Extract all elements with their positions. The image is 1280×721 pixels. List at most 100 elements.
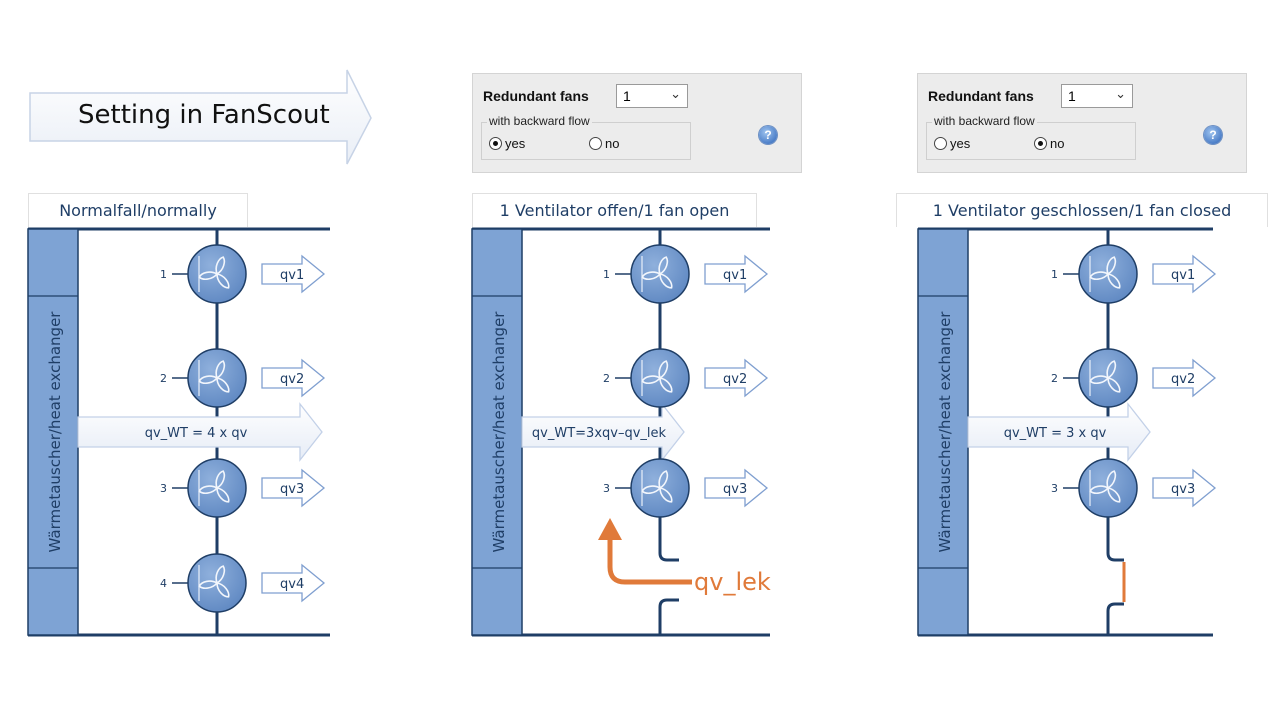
radio-yes-label: yes xyxy=(505,136,526,151)
radio-yes-dot xyxy=(489,137,502,150)
chevron-down-icon: ⌄ xyxy=(1115,86,1126,101)
radio-no-dot xyxy=(1034,137,1047,150)
flow-label: qv2 xyxy=(280,372,304,387)
flow-arrow-3 xyxy=(704,468,769,508)
flow-arrow-3 xyxy=(261,468,326,508)
flow-arrow-4 xyxy=(261,563,326,603)
fan-number: 3 xyxy=(160,482,167,495)
caption-normal: Normalfall/normally xyxy=(28,193,248,227)
flow-arrow-2 xyxy=(261,358,326,398)
chevron-down-icon: ⌄ xyxy=(670,86,681,101)
fan-blade xyxy=(198,375,219,385)
fan-rotor-icon xyxy=(198,256,230,289)
redundant-fans-select[interactable]: 1 ⌄ xyxy=(616,84,688,108)
fan-blade xyxy=(1106,470,1117,490)
fan-blade xyxy=(659,487,673,503)
flow-label: qv1 xyxy=(280,268,304,283)
redundant-fans-label: Redundant fans xyxy=(928,88,1034,104)
radio-yes[interactable]: yes xyxy=(489,136,525,151)
fan-blade xyxy=(1106,360,1117,380)
fan-blade xyxy=(658,256,669,276)
fan-blade xyxy=(1107,273,1121,289)
settings-panel-closed: Redundant fans 1 ⌄ with backward flow ye… xyxy=(917,73,1247,173)
fan-rotor-icon xyxy=(641,360,673,393)
fan-blade xyxy=(198,271,219,281)
backward-flow-title: with backward flow xyxy=(487,114,592,128)
fan-blade xyxy=(1089,485,1110,495)
open-duct-end-bottom xyxy=(658,598,679,635)
settings-panel-open: Redundant fans 1 ⌄ with backward flow ye… xyxy=(472,73,802,173)
heat-exchanger xyxy=(27,228,79,636)
redundant-fans-value: 1 xyxy=(1068,88,1076,104)
fan-blade xyxy=(215,470,226,490)
main-flow-arrow xyxy=(521,402,685,462)
heat-exchanger xyxy=(917,228,969,636)
redundant-fans-value: 1 xyxy=(623,88,631,104)
radio-yes-dot xyxy=(934,137,947,150)
banner-arrow xyxy=(29,69,372,165)
flow-arrow-1 xyxy=(261,254,326,294)
help-icon[interactable]: ? xyxy=(1204,126,1222,144)
flow-label: qv3 xyxy=(723,482,747,497)
banner-title: Setting in FanScout xyxy=(78,100,330,130)
fan-rotor-icon xyxy=(1089,256,1121,289)
fan-rotor-icon xyxy=(1089,360,1121,393)
fan-blade xyxy=(215,565,226,585)
closed-duct-end-bottom xyxy=(1106,602,1124,635)
flow-label: qv2 xyxy=(1171,372,1195,387)
fan-rotor-icon xyxy=(198,360,230,393)
fan-number: 2 xyxy=(603,372,610,385)
fan-number: 4 xyxy=(160,577,167,590)
fan-rotor-icon xyxy=(641,256,673,289)
fan-number: 3 xyxy=(1051,482,1058,495)
fan-rotor-icon xyxy=(198,565,230,598)
flow-label: qv2 xyxy=(723,372,747,387)
fan-blade xyxy=(198,580,219,590)
radio-no[interactable]: no xyxy=(589,136,619,151)
closed-duct-end-top xyxy=(1106,540,1124,562)
fan-number: 1 xyxy=(1051,268,1058,281)
fan-blade xyxy=(1107,377,1121,393)
radio-no-label: no xyxy=(605,136,620,151)
radio-yes[interactable]: yes xyxy=(934,136,970,151)
redundant-fans-label: Redundant fans xyxy=(483,88,589,104)
fan-blade xyxy=(641,375,662,385)
fan-rotor-icon xyxy=(1089,470,1121,503)
radio-no-dot xyxy=(589,137,602,150)
fan-blade xyxy=(215,360,226,380)
fan-blade xyxy=(216,582,230,598)
flow-label: qv4 xyxy=(280,577,304,592)
fan-blade xyxy=(1089,271,1110,281)
leak-label: qv_lek xyxy=(694,568,771,596)
fan-number: 3 xyxy=(603,482,610,495)
fan-number: 2 xyxy=(1051,372,1058,385)
fan-blade xyxy=(659,273,673,289)
main-flow-label: qv_WT = 3 x qv xyxy=(1004,426,1107,441)
caption-fan-closed: 1 Ventilator geschlossen/1 fan closed xyxy=(896,193,1268,227)
fan-blade xyxy=(658,360,669,380)
flow-label: qv1 xyxy=(723,268,747,283)
flow-label: qv3 xyxy=(280,482,304,497)
heat-exchanger xyxy=(471,228,523,636)
flow-label: qv3 xyxy=(1171,482,1195,497)
fan-blade xyxy=(1089,375,1110,385)
fan-blade xyxy=(1106,256,1117,276)
redundant-fans-select[interactable]: 1 ⌄ xyxy=(1061,84,1133,108)
fan-blade xyxy=(658,470,669,490)
fan-blade xyxy=(216,377,230,393)
backward-flow-title: with backward flow xyxy=(932,114,1037,128)
leak-arrow xyxy=(607,538,692,585)
flow-arrow-1 xyxy=(1152,254,1217,294)
fan-blade xyxy=(216,273,230,289)
open-duct-end-top xyxy=(658,540,679,562)
caption-fan-open: 1 Ventilator offen/1 fan open xyxy=(472,193,757,227)
help-icon[interactable]: ? xyxy=(759,126,777,144)
fan-rotor-icon xyxy=(641,470,673,503)
flow-arrow-2 xyxy=(704,358,769,398)
flow-label: qv1 xyxy=(1171,268,1195,283)
radio-no[interactable]: no xyxy=(1034,136,1064,151)
exchanger-label: Wärmetauscher/heat exchanger xyxy=(490,311,508,553)
fan-blade xyxy=(659,377,673,393)
